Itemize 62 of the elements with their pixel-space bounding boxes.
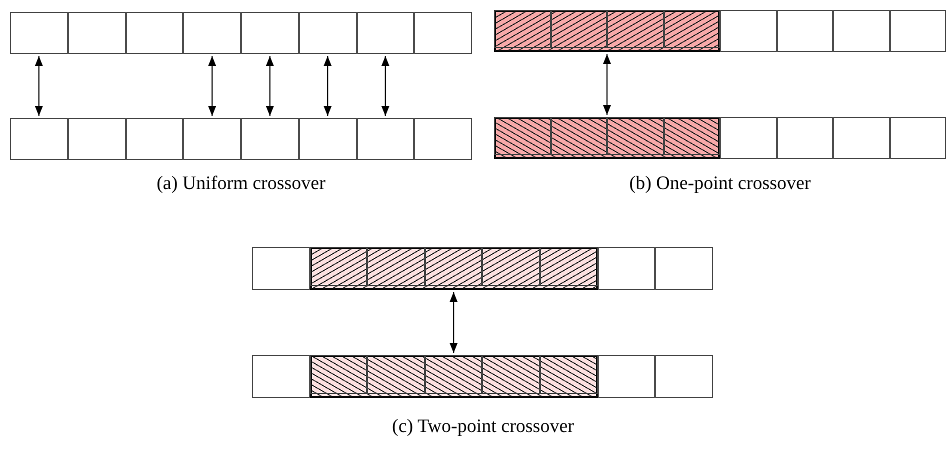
gene-cell [833,10,890,52]
gene-cell [655,247,713,290]
gene-cell [310,247,368,286]
gene-cell [356,118,414,160]
gene-cell [10,12,68,54]
hatched-segment [310,355,598,398]
gene-cell [598,247,656,290]
gene-cell [298,12,356,54]
hatched-segment [494,10,720,52]
double-arrow [381,56,390,116]
gene-cell [10,118,68,160]
double-arrow [266,56,274,116]
gene-cell [890,117,946,159]
gene-cell [367,247,425,286]
gene-cell [241,12,299,54]
gene-cell [68,12,126,54]
gene-cell [494,117,550,155]
hatched-segment [310,247,598,290]
gene-cell [664,10,720,48]
caption: (b) One-point crossover [629,173,811,195]
double-arrow [450,292,458,353]
gene-cell [424,355,482,394]
gene-cell [68,118,126,160]
gene-cell [482,355,540,394]
gene-cell [252,355,310,398]
gene-cell [607,10,664,48]
gene-cell [367,355,425,394]
gene-cell [414,118,472,160]
double-arrow [208,56,216,116]
gene-cell [126,118,184,160]
gene-cell [550,10,607,48]
gene-cell [720,10,776,52]
gene-cell [598,355,656,398]
gene-cell [540,247,598,286]
gene-cell [126,12,184,54]
gene-cell [241,118,299,160]
caption: (a) Uniform crossover [156,173,326,195]
gene-cell [252,247,310,290]
caption: (c) Two-point crossover [392,416,574,438]
gene-cell [183,118,241,160]
gene-cell [607,117,664,155]
gene-cell [720,117,776,159]
double-arrow [34,56,43,116]
hatched-segment [494,117,720,159]
double-arrow [324,56,332,116]
gene-cell [298,118,356,160]
gene-cell [356,12,414,54]
gene-cell [664,117,720,155]
gene-cell [550,117,607,155]
gene-cell [833,117,890,159]
double-arrow [603,54,611,115]
gene-cell [424,247,482,286]
gene-cell [494,10,550,48]
gene-cell [540,355,598,394]
gene-cell [482,247,540,286]
gene-cell [310,355,368,394]
gene-cell [890,10,946,52]
gene-cell [776,117,833,159]
gene-cell [776,10,833,52]
gene-cell [655,355,713,398]
gene-cell [414,12,472,54]
gene-cell [183,12,241,54]
